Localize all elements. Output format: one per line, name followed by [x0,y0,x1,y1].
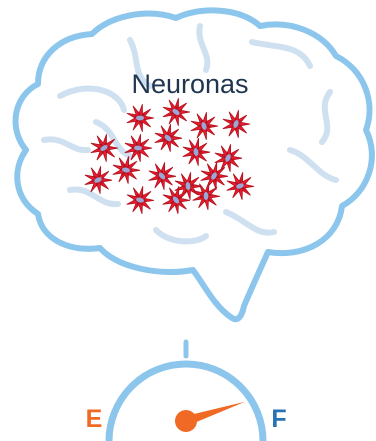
gauge-empty-label: E [86,405,103,433]
gauge-needle [175,402,245,432]
gauge-full-label: F [271,405,286,433]
brain-outline [16,10,372,319]
diagram-title: Neuronas [131,69,248,99]
fuel-gauge: E F [86,342,287,441]
gauge-needle-hub [175,410,197,432]
